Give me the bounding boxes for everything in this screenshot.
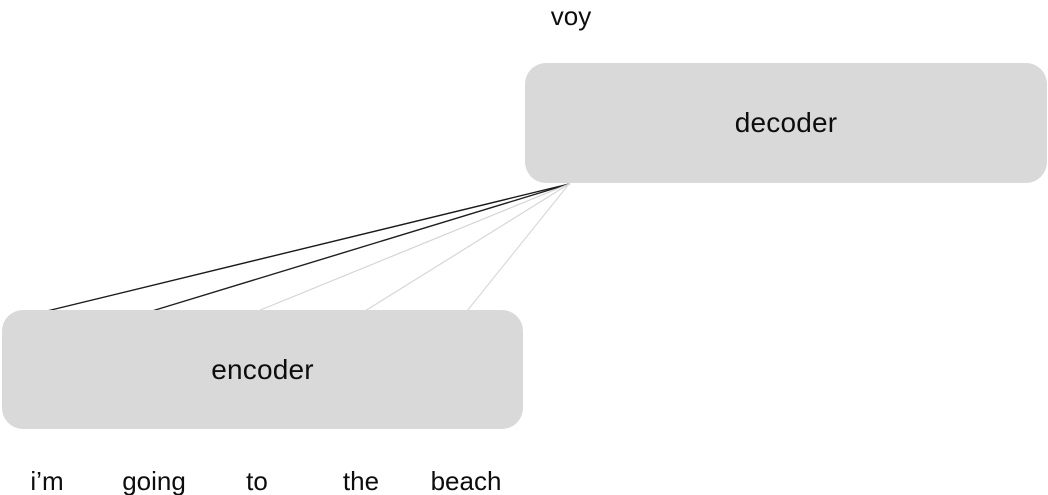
- input-token-im: i’m: [30, 466, 64, 495]
- decoder-label: decoder: [734, 107, 838, 138]
- decoder-box: decoder: [525, 63, 1047, 183]
- encoder-box: encoder: [2, 310, 523, 429]
- input-token-beach: beach: [430, 466, 502, 495]
- attention-line-beach: [466, 183, 570, 312]
- input-token-going: going: [122, 466, 186, 495]
- attention-line-going: [151, 183, 570, 312]
- attention-line-im: [46, 183, 570, 312]
- attention-line-the: [364, 183, 570, 312]
- encoder-label: encoder: [211, 353, 314, 385]
- input-token-the: the: [342, 466, 380, 495]
- attention-line-to: [257, 183, 570, 312]
- output-token: voy: [550, 1, 592, 31]
- input-token-to: to: [246, 466, 268, 495]
